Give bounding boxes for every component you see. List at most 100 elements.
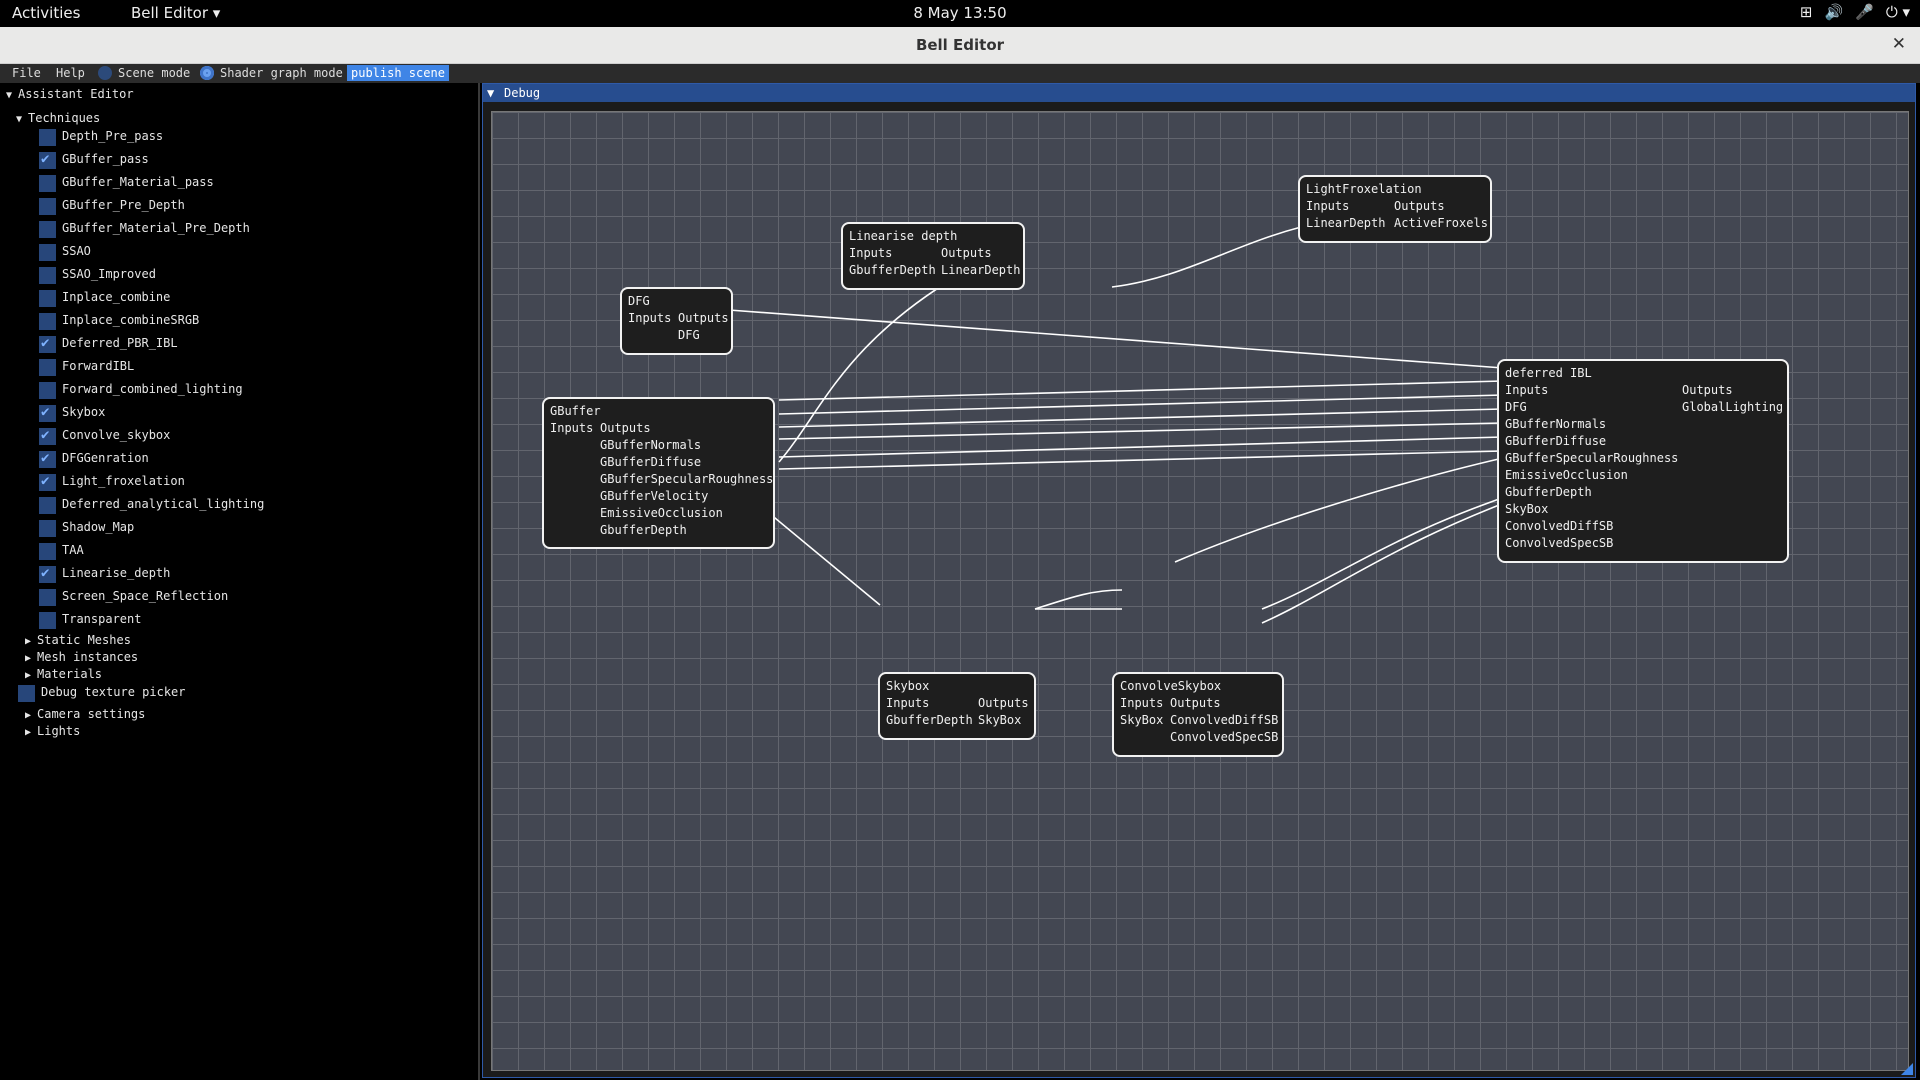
checkbox[interactable] [39, 198, 56, 215]
volume-icon[interactable]: 🔊 [1824, 3, 1844, 21]
technique-item[interactable]: Screen_Space_Reflection [39, 589, 228, 606]
checkbox[interactable] [39, 290, 56, 307]
input-pin[interactable]: SkyBox [1505, 502, 1549, 516]
checkbox[interactable] [39, 520, 56, 537]
technique-item[interactable]: Depth_Pre_pass [39, 129, 163, 146]
checkbox-checked[interactable] [39, 450, 56, 468]
checkbox[interactable] [39, 267, 56, 284]
checkbox[interactable] [39, 382, 56, 399]
static-meshes-node[interactable]: ▶Static Meshes [25, 633, 131, 647]
checkbox[interactable] [39, 313, 56, 330]
close-icon[interactable]: ✕ [1891, 34, 1906, 54]
activities-button[interactable]: Activities [12, 4, 81, 22]
collapse-triangle-icon[interactable]: ▼ [487, 86, 495, 100]
input-pin[interactable]: ConvolvedDiffSB [1505, 519, 1614, 533]
checkbox[interactable] [39, 244, 56, 261]
checkbox[interactable] [39, 175, 56, 192]
input-pin[interactable]: SkyBox [1120, 713, 1164, 727]
checkbox-checked[interactable] [39, 404, 56, 422]
power-icon[interactable]: ⏻ ▾ [1885, 3, 1910, 21]
output-pin[interactable]: GbufferDepth [600, 523, 687, 537]
checkbox[interactable] [18, 685, 35, 702]
clock[interactable]: 8 May 13:50 [913, 4, 1007, 22]
scene-mode-radio[interactable]: Scene mode [98, 66, 190, 80]
technique-item[interactable]: DFGGenration [39, 450, 149, 468]
input-pin[interactable]: LinearDepth [1306, 216, 1386, 230]
technique-item[interactable]: TAA [39, 543, 84, 560]
checkbox[interactable] [39, 129, 56, 146]
technique-item[interactable]: Convolve_skybox [39, 427, 170, 445]
technique-item[interactable]: Shadow_Map [39, 520, 134, 537]
shader-graph-mode-radio[interactable]: Shader graph mode [200, 66, 343, 80]
output-pin[interactable]: EmissiveOcclusion [600, 506, 723, 520]
technique-item[interactable]: Forward_combined_lighting [39, 382, 243, 399]
input-pin[interactable]: EmissiveOcclusion [1505, 468, 1628, 482]
input-pin[interactable]: GBufferSpecularRoughness [1505, 451, 1679, 465]
output-pin[interactable]: ActiveFroxels [1394, 216, 1488, 230]
technique-item[interactable]: SSAO [39, 244, 91, 261]
network-icon[interactable]: ⊞ [1799, 3, 1813, 21]
camera-settings-node[interactable]: ▶Camera settings [25, 707, 145, 721]
checkbox[interactable] [39, 612, 56, 629]
lights-node[interactable]: ▶Lights [25, 724, 80, 738]
technique-item[interactable]: Inplace_combine [39, 290, 170, 307]
checkbox-checked[interactable] [39, 427, 56, 445]
technique-item[interactable]: Transparent [39, 612, 141, 629]
menu-file[interactable]: File [12, 66, 41, 80]
debug-texture-picker[interactable]: Debug texture picker [18, 685, 186, 702]
checkbox-checked[interactable] [39, 473, 56, 491]
checkbox[interactable] [39, 543, 56, 560]
checkbox-checked[interactable] [39, 565, 56, 583]
mic-icon[interactable]: 🎤 [1855, 3, 1874, 21]
checkbox-checked[interactable] [39, 335, 56, 353]
node-light-froxelation[interactable]: LightFroxelation Inputs Outputs LinearDe… [1298, 175, 1492, 243]
input-pin[interactable]: DFG [1505, 400, 1527, 414]
node-gbuffer[interactable]: GBuffer Inputs Outputs GBufferNormals GB… [542, 397, 775, 549]
technique-item[interactable]: Deferred_analytical_lighting [39, 497, 264, 514]
checkbox[interactable] [39, 359, 56, 376]
node-graph-canvas[interactable]: LightFroxelation Inputs Outputs LinearDe… [491, 111, 1909, 1071]
resize-grip-icon[interactable] [1901, 1063, 1913, 1075]
checkbox[interactable] [39, 221, 56, 238]
techniques-header[interactable]: ▼Techniques [16, 111, 100, 125]
menu-help[interactable]: Help [56, 66, 85, 80]
system-tray[interactable]: ⊞ 🔊 🎤 ⏻ ▾ [1800, 3, 1910, 21]
mesh-instances-node[interactable]: ▶Mesh instances [25, 650, 138, 664]
input-pin[interactable]: ConvolvedSpecSB [1505, 536, 1614, 550]
publish-scene-button[interactable]: publish scene [347, 65, 449, 81]
output-pin[interactable]: GBufferVelocity [600, 489, 709, 503]
output-pin[interactable]: GlobalLighting [1682, 400, 1784, 414]
input-pin[interactable]: GbufferDepth [849, 263, 936, 277]
technique-item[interactable]: Inplace_combineSRGB [39, 313, 199, 330]
technique-item[interactable]: SSAO_Improved [39, 267, 156, 284]
output-pin[interactable]: SkyBox [978, 713, 1022, 727]
window-title-bar[interactable]: Bell Editor ✕ [0, 27, 1920, 64]
node-deferred-ibl[interactable]: deferred IBL Inputs Outputs GlobalLighti… [1497, 359, 1789, 563]
input-pin[interactable]: GbufferDepth [1505, 485, 1592, 499]
technique-item[interactable]: Linearise_depth [39, 565, 170, 583]
debug-header[interactable]: ▼ Debug [483, 84, 1915, 102]
technique-item[interactable]: GBuffer_Pre_Depth [39, 198, 185, 215]
node-convolve-skybox[interactable]: ConvolveSkybox Inputs Outputs SkyBox Con… [1112, 672, 1284, 757]
output-pin[interactable]: GBufferNormals [600, 438, 702, 452]
checkbox[interactable] [39, 589, 56, 606]
technique-item[interactable]: Deferred_PBR_IBL [39, 335, 178, 353]
output-pin[interactable]: ConvolvedSpecSB [1170, 730, 1279, 744]
technique-item[interactable]: GBuffer_Material_pass [39, 175, 214, 192]
output-pin[interactable]: DFG [678, 328, 700, 342]
assistant-editor-header[interactable]: ▼Assistant Editor [6, 87, 134, 101]
app-menu[interactable]: Bell Editor ▾ [131, 4, 221, 22]
node-dfg[interactable]: DFG Inputs Outputs DFG [620, 287, 733, 355]
technique-item[interactable]: ForwardIBL [39, 359, 134, 376]
node-linearise-depth[interactable]: Linearise depth Inputs Outputs GbufferDe… [841, 222, 1025, 290]
technique-item[interactable]: GBuffer_Material_Pre_Depth [39, 221, 250, 238]
checkbox-checked[interactable] [39, 151, 56, 169]
output-pin[interactable]: LinearDepth [941, 263, 1021, 277]
output-pin[interactable]: ConvolvedDiffSB [1170, 713, 1279, 727]
input-pin[interactable]: GBufferDiffuse [1505, 434, 1607, 448]
technique-item[interactable]: Skybox [39, 404, 105, 422]
technique-item[interactable]: Light_froxelation [39, 473, 185, 491]
materials-node[interactable]: ▶Materials [25, 667, 102, 681]
output-pin[interactable]: GBufferDiffuse [600, 455, 702, 469]
node-skybox[interactable]: Skybox Inputs Outputs GbufferDepth SkyBo… [878, 672, 1036, 740]
